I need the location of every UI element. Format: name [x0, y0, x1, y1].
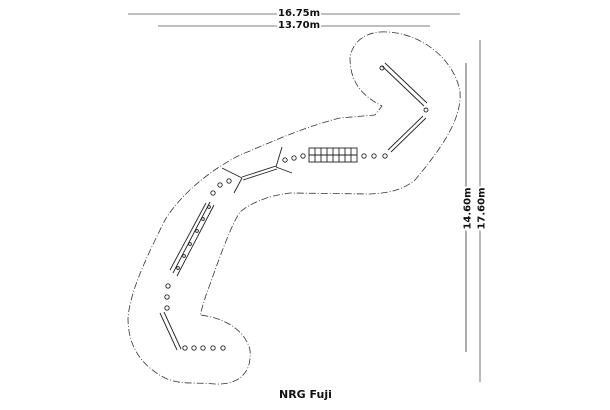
rope-traverse — [221, 146, 293, 194]
stepping-post — [379, 65, 385, 71]
safety-zone-outline — [127, 31, 461, 385]
equipment — [159, 62, 429, 351]
log-roll-bar — [169, 201, 215, 277]
balance-beam-bottom — [159, 311, 182, 351]
outer-height-label: 17.60m — [476, 186, 488, 231]
inner-width-label: 13.70m — [277, 20, 322, 31]
stepping-post — [423, 107, 429, 113]
balance-beam-top — [381, 62, 428, 107]
product-title: NRG Fuji — [279, 388, 332, 401]
climbing-net — [308, 147, 358, 163]
outer-width-label: 16.75m — [277, 8, 322, 19]
balance-beam-diagonal — [387, 115, 427, 153]
inner-height-label: 14.60m — [462, 186, 474, 231]
